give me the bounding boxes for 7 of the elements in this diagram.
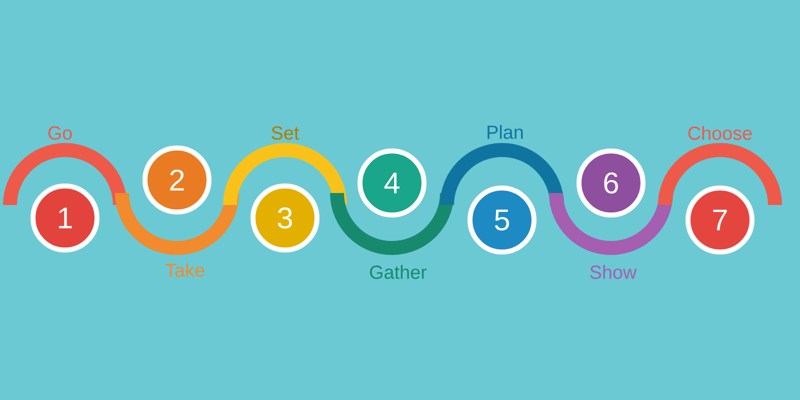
step-label: Go <box>48 126 72 140</box>
step-label: Take <box>165 263 204 277</box>
step-label: Gather <box>370 265 427 279</box>
step-label: Set <box>272 126 300 140</box>
step-label: Plan <box>488 125 523 139</box>
step-label: Show <box>590 265 637 279</box>
step-label: Choose <box>688 126 752 140</box>
